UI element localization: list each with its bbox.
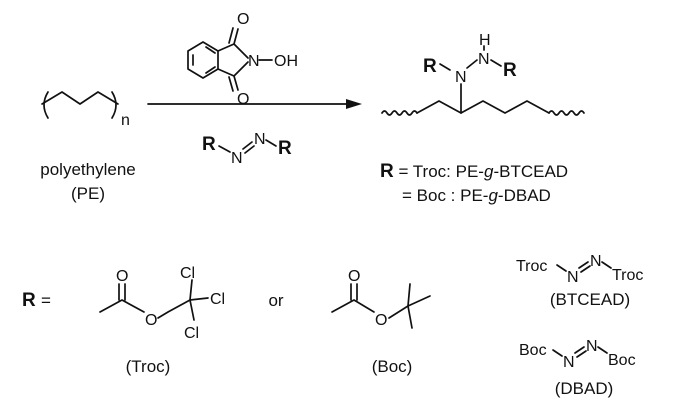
nhpi-o-top: O [237,11,249,28]
pe-left-bracket [43,91,49,119]
troc-cl2: Cl [210,291,225,308]
azo-r-left: R [202,134,216,155]
arrow-head [346,99,362,109]
btcead-structure: Troc N N Troc [516,253,643,286]
product-def-line2: = Boc : PE-g-DBAD [402,186,551,205]
dbad-right: Boc [608,352,636,369]
product-structure: N R N H R [381,32,585,116]
boc-caption: (Boc) [372,357,413,376]
product-r-left: R [423,56,437,77]
azo-n2: N [254,131,266,148]
azo-r-right: R [278,138,292,159]
troc-structure: O O Cl Cl Cl [99,265,225,342]
dbad-n1: N [563,354,575,371]
nhpi-structure: O O N OH [187,11,298,108]
dbad-n2: N [586,338,598,355]
azo-n1: N [231,150,243,167]
product-def-line1: R = Troc: PE-g-BTCEAD [380,161,568,182]
troc-cl1: Cl [180,265,195,282]
troc-caption: (Troc) [126,357,171,376]
product-wavy-left [381,110,418,116]
btcead-n2: N [590,253,602,270]
product-h: H [479,32,491,49]
def-r-label: R [22,290,36,311]
pe-abbrev: (PE) [71,184,105,203]
product-n-right: N [478,51,490,68]
btcead-left: Troc [516,258,547,275]
product-r-right: R [503,60,517,81]
boc-structure: O O [331,268,431,329]
pe-chain [41,91,119,105]
troc-cl3: Cl [184,325,199,342]
dbad-structure: Boc N N Boc [519,338,636,371]
pe-subscript: n [121,112,130,129]
def-or: or [268,291,283,310]
boc-o-carbonyl: O [348,268,360,285]
nhpi-o-bottom: O [237,91,249,108]
troc-o-ester: O [145,312,157,329]
product-backbone [416,100,550,114]
btcead-n1: N [567,269,579,286]
product-wavy-right [548,110,585,116]
pe-right-bracket [111,91,117,119]
nhpi-oh: OH [274,53,298,70]
dbad-left: Boc [519,342,547,359]
product-n-left: N [455,69,467,86]
azo-reagent-structure: R N N R [202,131,292,167]
btcead-right: Troc [612,267,643,284]
nhpi-n: N [248,53,260,70]
imide-ring [217,43,249,77]
dbad-caption: (DBAD) [555,379,614,398]
def-equals: = [41,291,51,310]
polyethylene-structure: n [41,91,130,129]
btcead-caption: (BTCEAD) [550,290,630,309]
product-def-r: R [380,161,394,182]
pe-name: polyethylene [40,160,135,179]
troc-o-carbonyl: O [116,268,128,285]
boc-o-ester: O [375,312,387,329]
